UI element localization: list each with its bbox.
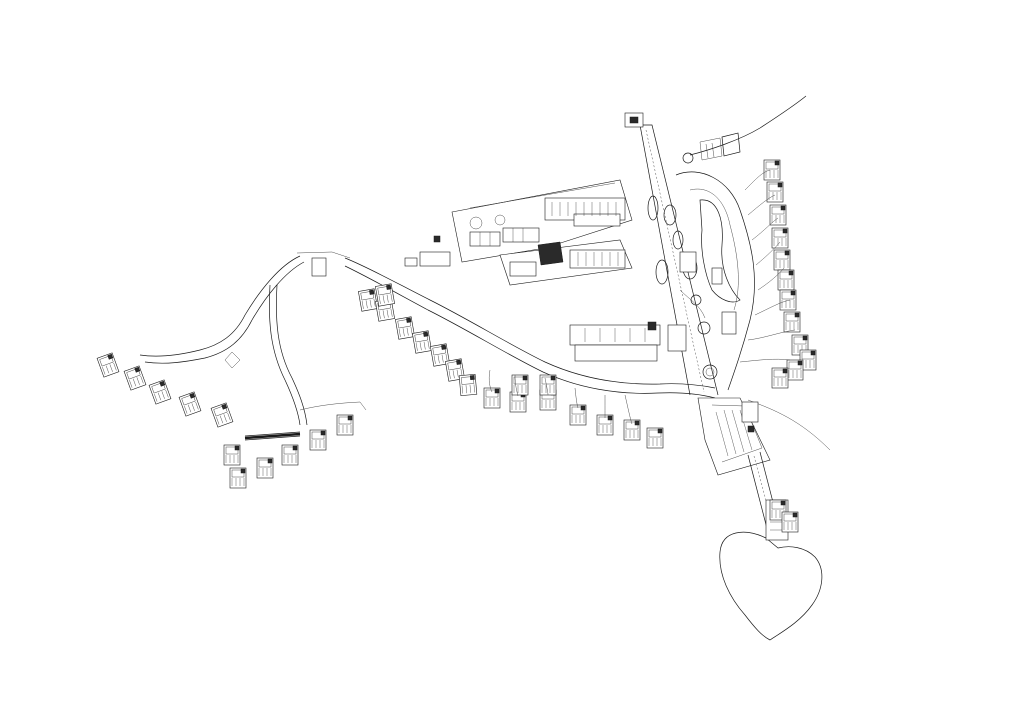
main-boulevard [624, 112, 719, 396]
villa-unit [771, 367, 789, 389]
loop-drive [699, 199, 741, 303]
ring-road [675, 171, 755, 391]
footpath [744, 169, 771, 191]
villa-cluster-far-west [96, 352, 234, 428]
villa-unit [773, 249, 791, 271]
villa-unit [148, 379, 172, 405]
villa-unit [229, 467, 247, 489]
villa-unit [783, 311, 801, 333]
footpath [544, 377, 549, 396]
east-coast-paths [739, 169, 796, 363]
villa-unit [309, 429, 327, 451]
villa-unit [646, 427, 664, 449]
footpath [754, 299, 791, 316]
spine-buildings [667, 251, 737, 352]
villa-unit [256, 457, 274, 479]
villa-unit [763, 159, 781, 181]
main-access-road-edge [344, 265, 716, 399]
footpath [624, 394, 633, 425]
villa-unit [375, 283, 395, 307]
villa-unit [358, 288, 378, 312]
footpath [488, 369, 493, 393]
spine-landscape [647, 195, 718, 380]
villa-unit [771, 227, 789, 249]
villa-unit [511, 374, 529, 396]
footpath [739, 358, 791, 363]
villa-unit [412, 330, 432, 354]
central-secondary-complex [569, 321, 661, 362]
footpath [757, 267, 785, 291]
footpath [751, 217, 779, 241]
villa-unit [123, 365, 147, 391]
villa-unit [769, 204, 787, 226]
villa-unit [336, 414, 354, 436]
footpath [514, 374, 519, 397]
villa-unit [395, 316, 415, 340]
villa-unit [210, 402, 234, 428]
villa-unit [777, 269, 795, 291]
villa-unit [786, 359, 804, 381]
footpath [755, 241, 781, 266]
villa-unit [96, 352, 120, 378]
footpath [747, 194, 776, 216]
main-access-road [344, 257, 716, 389]
villa-unit [458, 374, 478, 396]
central-arc-paths [488, 369, 633, 425]
villa-cluster-pier-end [769, 499, 799, 533]
footpath [574, 387, 579, 409]
arrival-terminal [697, 397, 771, 476]
villa-unit [569, 404, 587, 426]
villa-cluster-south-west [223, 414, 354, 489]
villa-unit [223, 444, 241, 466]
villa-unit [779, 289, 797, 311]
villa-unit [430, 343, 450, 367]
ring-road-inner [689, 188, 739, 311]
villa-unit [281, 444, 299, 466]
villa-unit [623, 419, 641, 441]
villa-unit [596, 414, 614, 436]
island-outline [719, 531, 823, 641]
villa-unit [539, 374, 557, 396]
villa-unit [781, 511, 799, 533]
west-branch-road [139, 251, 367, 426]
footpath [747, 329, 796, 341]
central-restaurant-block [499, 239, 633, 286]
main-lodge-complex [451, 179, 633, 263]
north-marina [682, 132, 741, 164]
entry-gatehouse [404, 235, 451, 267]
villa-cluster-east-coast [763, 159, 817, 389]
south-west-access [244, 431, 301, 441]
villa-unit [483, 387, 501, 409]
coastline-north-east [689, 95, 807, 156]
villa-unit [178, 391, 202, 417]
villa-unit [766, 181, 784, 203]
villa-cluster-central-arc [358, 283, 664, 449]
